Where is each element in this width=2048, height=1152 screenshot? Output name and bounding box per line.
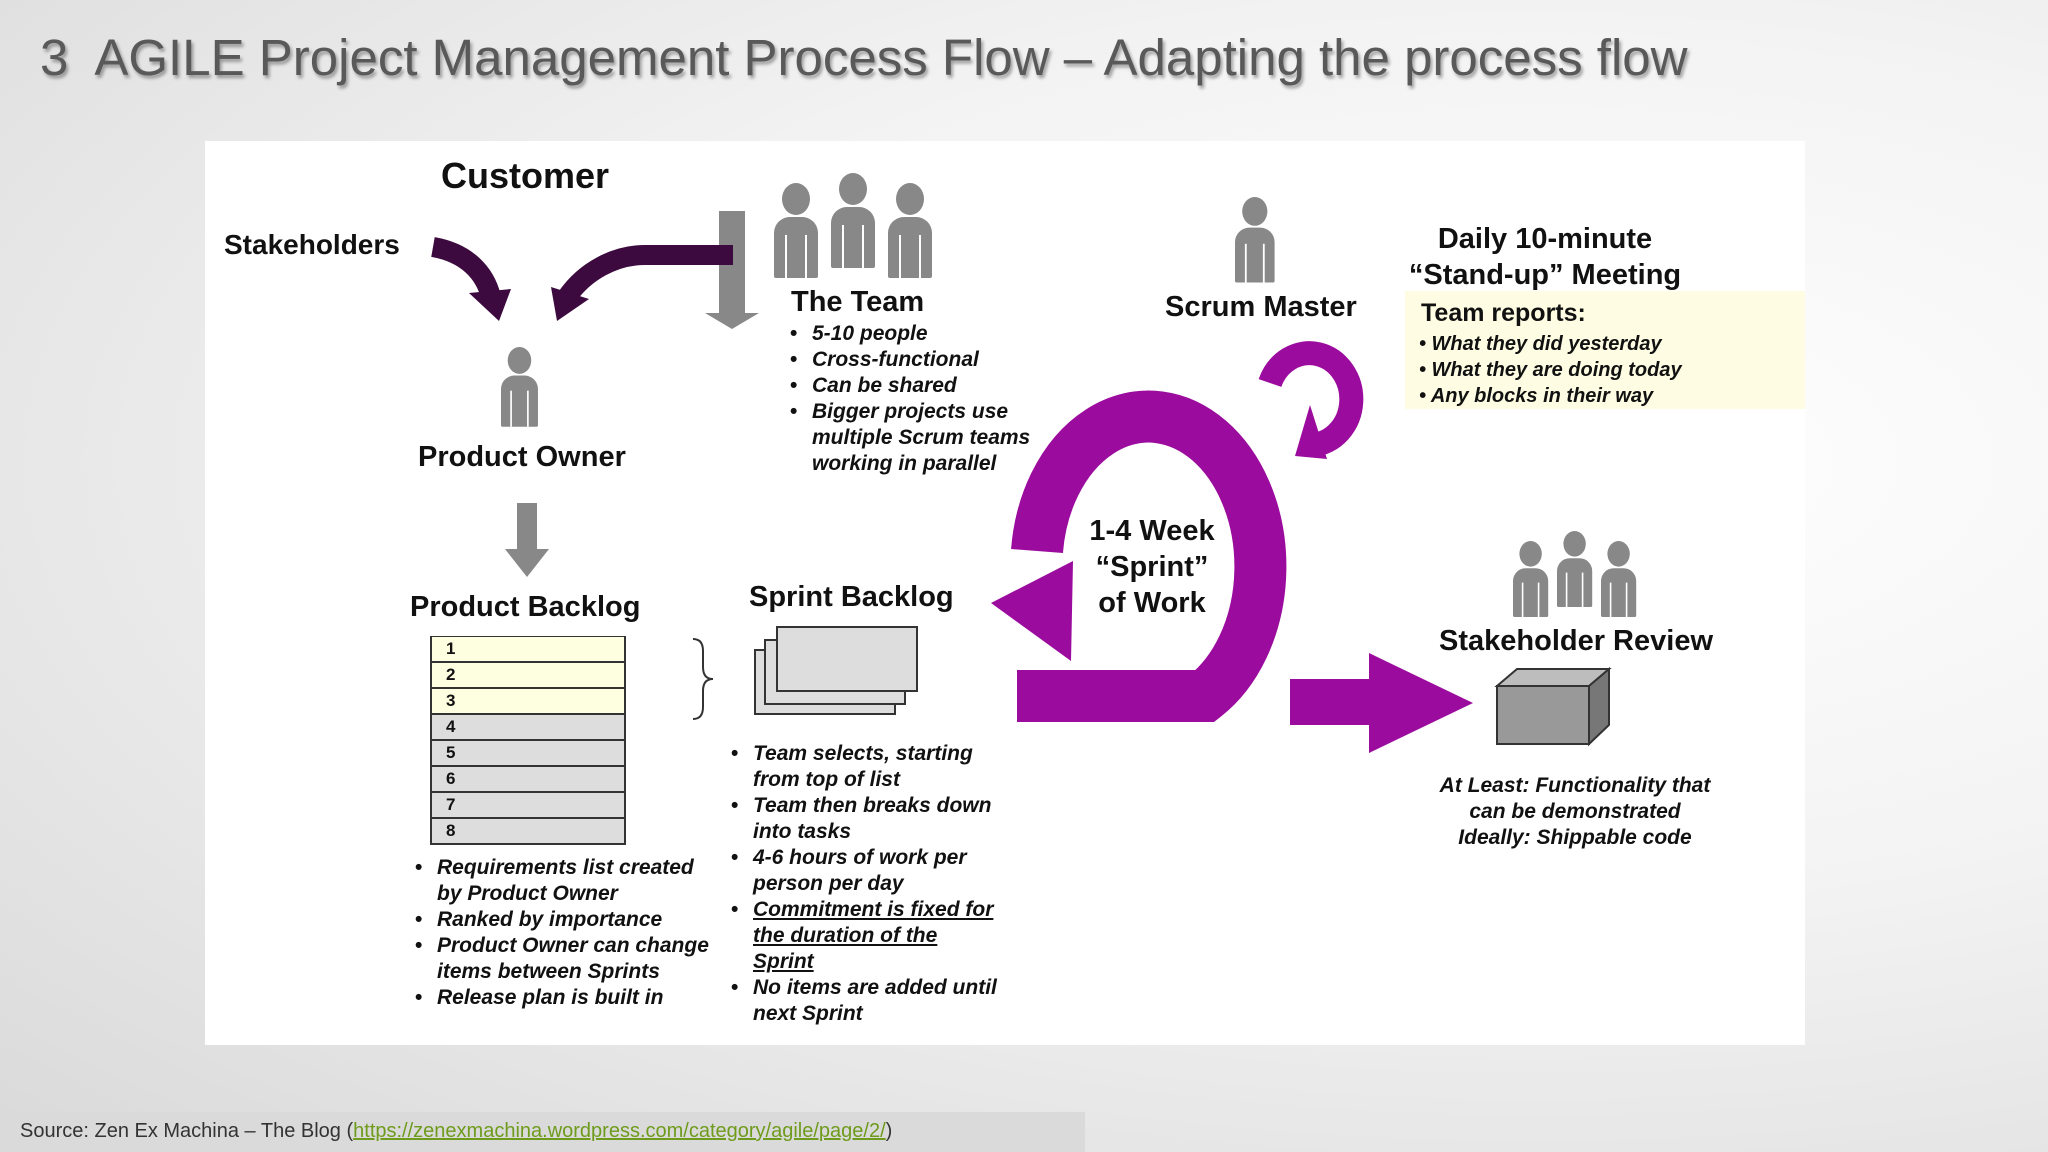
list-item: 4-6 hours of work per person per day (731, 845, 1001, 897)
list-item: Bigger projects use multiple Scrum teams… (790, 399, 1050, 477)
list-item: Ranked by importance (415, 907, 715, 933)
sprint-label: 1-4 Week “Sprint” of Work (1077, 513, 1227, 621)
team-reports-title: Team reports: (1421, 299, 1586, 327)
customer-arrow (705, 211, 759, 329)
team-report-item: • What they did yesterday (1419, 333, 1662, 355)
slide-title: 3 AGILE Project Management Process Flow –… (40, 28, 1688, 87)
sprint-backlog-title: Sprint Backlog (749, 581, 954, 613)
backlog-item: 2 (430, 662, 626, 689)
sprint-line-1: 1-4 Week (1089, 515, 1215, 547)
team-icon (768, 173, 968, 283)
daily-cycle-arrow (1258, 341, 1364, 459)
source-citation: Source: Zen Ex Machina – The Blog (https… (0, 1112, 1085, 1152)
stakeholders-label: Stakeholders (224, 229, 400, 260)
team-bullets: 5-10 people Cross-functional Can be shar… (790, 321, 1050, 477)
diagram-graphics (430, 211, 1612, 753)
list-item: Team then breaks down into tasks (731, 793, 1001, 845)
backlog-item: 4 (430, 714, 626, 741)
product-backlog-list: 1 2 3 4 5 6 7 8 (430, 636, 626, 845)
list-item: Requirements list created by Product Own… (415, 855, 715, 907)
scrum-diagram: Customer Stakeholders Product Owner Prod… (205, 141, 1805, 1045)
stakeholder-review-title: Stakeholder Review (1439, 625, 1713, 657)
team-report-item: • Any blocks in their way (1419, 385, 1654, 407)
scrum-master-icon (1235, 197, 1275, 283)
review-criteria: At Least: Functionality that can be demo… (1405, 773, 1745, 851)
backlog-item: 7 (430, 792, 626, 819)
product-owner-arrow (505, 503, 549, 577)
list-item: Product Owner can change items between S… (415, 933, 715, 985)
stakeholders-arrow (430, 237, 511, 321)
product-backlog-title: Product Backlog (410, 591, 641, 623)
list-item: 5-10 people (790, 321, 1050, 347)
brace (692, 638, 714, 720)
review-line-3: Ideally: Shippable code (1458, 826, 1692, 849)
list-item: Cross-functional (790, 347, 1050, 373)
team-report-item: • What they are doing today (1419, 359, 1682, 381)
backlog-item: 1 (430, 636, 626, 663)
sprint-line-3: of Work (1098, 587, 1206, 619)
review-line-1: At Least: Functionality that (1439, 774, 1711, 797)
sprint-cycle-arrow (991, 390, 1287, 722)
stakeholder-group-icon (1507, 531, 1677, 617)
team-arrow (551, 245, 733, 321)
source-link[interactable]: https://zenexmachina.wordpress.com/categ… (353, 1120, 886, 1142)
product-backlog-bullets: Requirements list created by Product Own… (415, 855, 715, 1011)
slide-title-text: AGILE Project Management Process Flow – … (94, 29, 1688, 86)
sprint-line-2: “Sprint” (1095, 551, 1209, 583)
product-owner-icon (501, 347, 538, 427)
sprint-backlog-bullets: Team selects, starting from top of list … (731, 741, 1001, 1027)
slide-number: 3 (40, 29, 69, 86)
backlog-item: 8 (430, 818, 626, 845)
backlog-item: 3 (430, 688, 626, 715)
list-item-commitment: Commitment is fixed for the duration of … (731, 897, 1001, 975)
standup-line-1: Daily 10-minute (1437, 223, 1653, 255)
list-item: Can be shared (790, 373, 1050, 399)
product-box-icon (1494, 666, 1612, 747)
source-suffix: ) (885, 1120, 893, 1142)
team-title: The Team (791, 286, 925, 318)
list-item: Release plan is built in (415, 985, 715, 1011)
product-owner-label: Product Owner (418, 441, 626, 473)
list-item: Team selects, starting from top of list (731, 741, 1001, 793)
team-reports-callout: Team reports: • What they did yesterday … (1405, 291, 1805, 409)
review-line-2: can be demonstrated (1469, 800, 1681, 823)
standup-line-2: “Stand-up” Meeting (1408, 259, 1682, 291)
standup-title: Daily 10-minute “Stand-up” Meeting (1400, 221, 1690, 293)
list-item: No items are added until next Sprint (731, 975, 1001, 1027)
customer-label: Customer (441, 155, 610, 196)
backlog-item: 6 (430, 766, 626, 793)
source-prefix: Source: Zen Ex Machina – The Blog ( (20, 1120, 354, 1142)
backlog-item: 5 (430, 740, 626, 767)
review-arrow (1290, 653, 1473, 753)
scrum-master-label: Scrum Master (1165, 291, 1357, 323)
commitment-text: Commitment is fixed for the duration of … (753, 898, 994, 973)
sprint-backlog-cards (754, 626, 918, 715)
